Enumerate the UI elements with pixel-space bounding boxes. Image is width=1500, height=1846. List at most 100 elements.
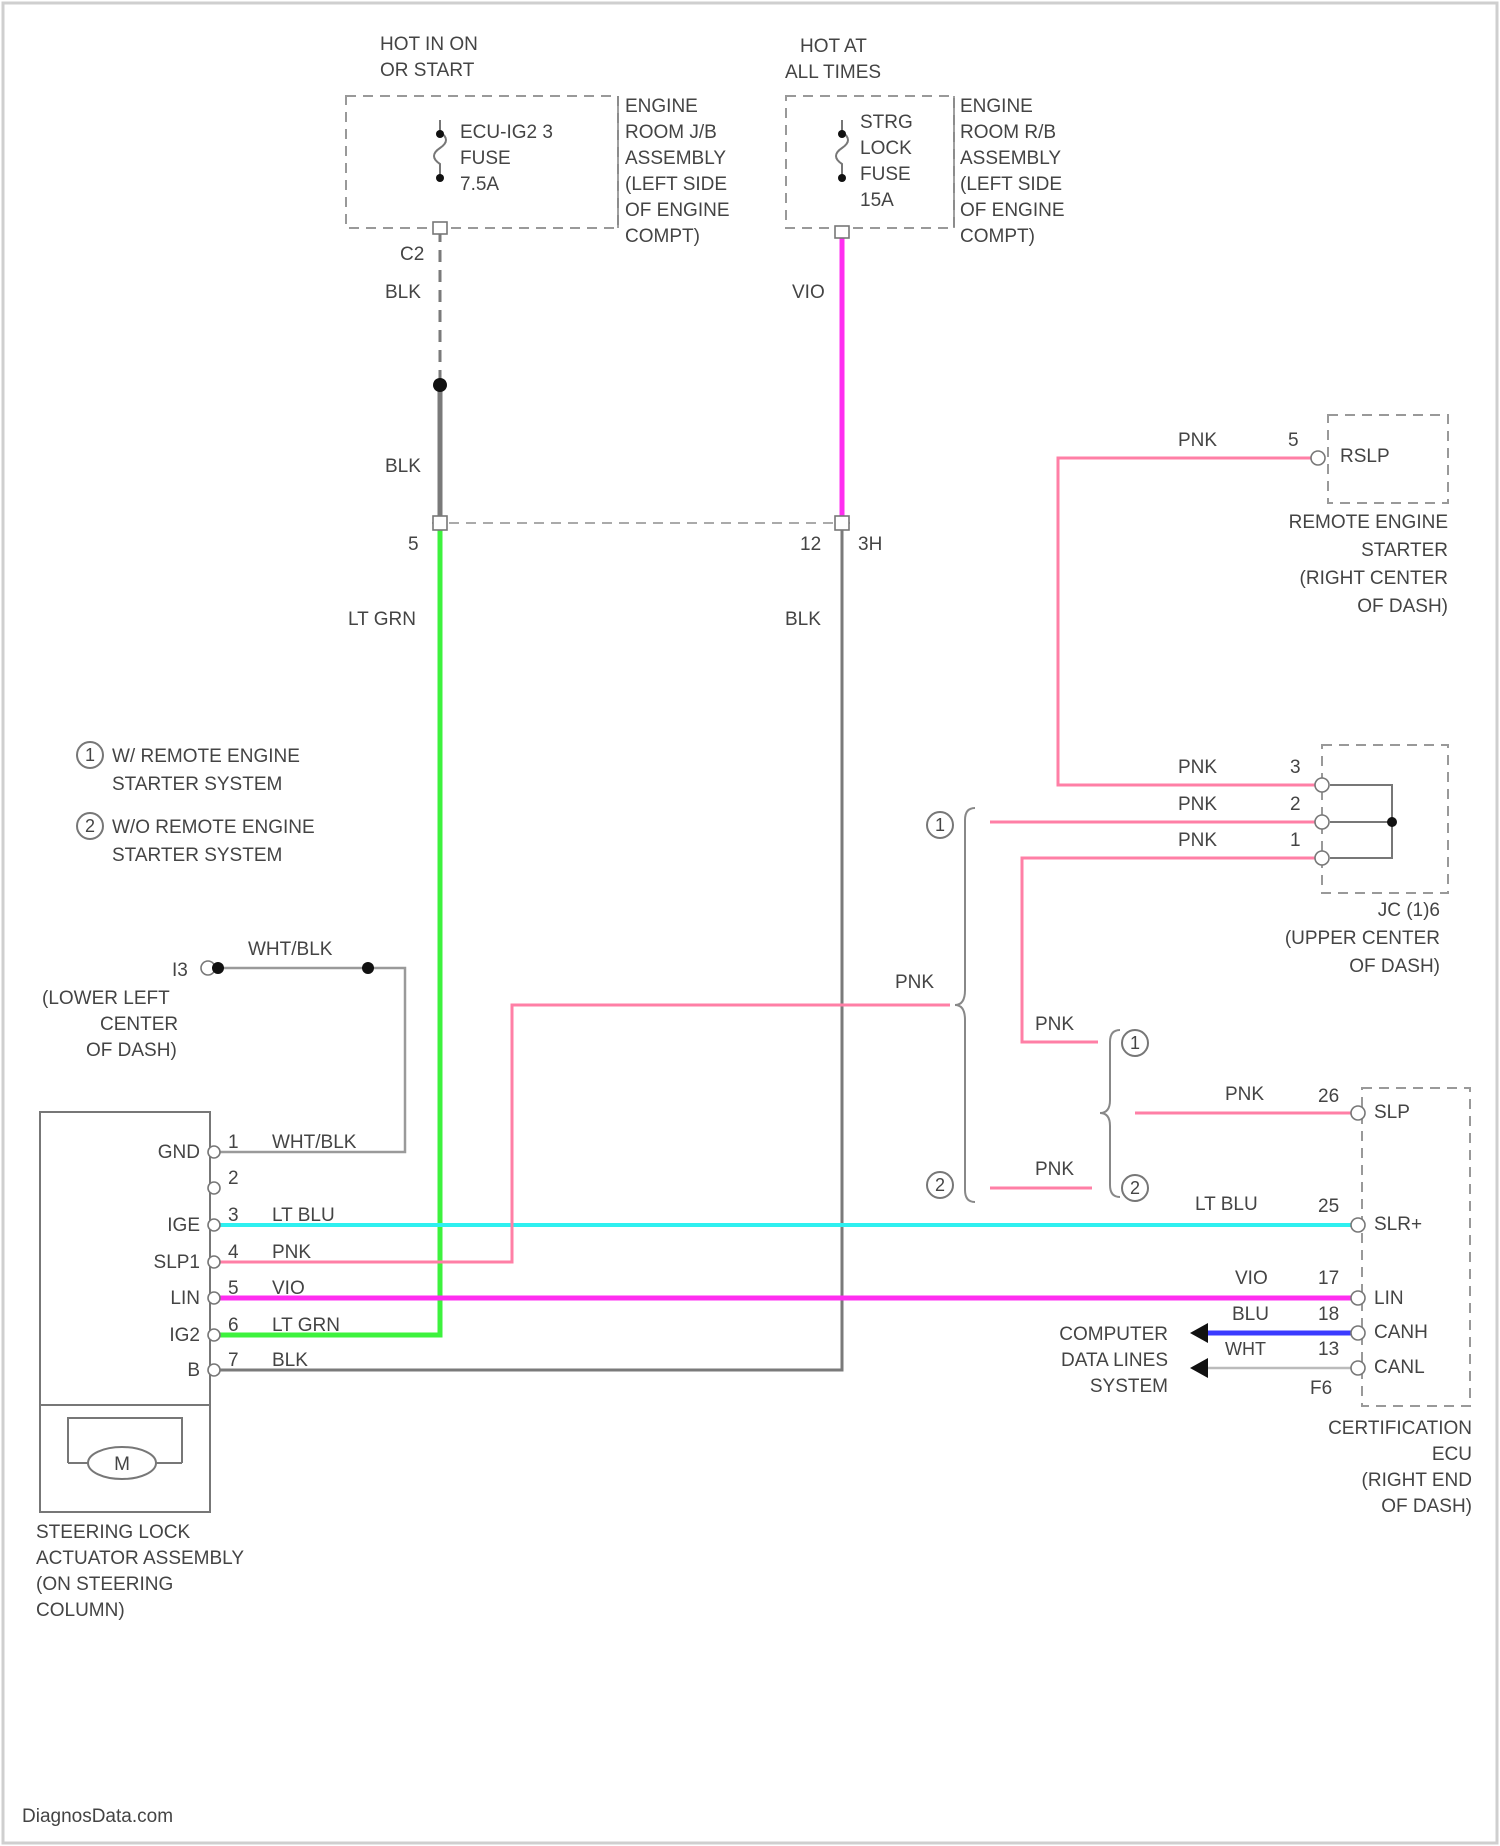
splice-dot — [433, 378, 447, 392]
data-lines-3: SYSTEM — [1090, 1376, 1168, 1397]
cert-canl-wire: WHT — [1225, 1339, 1266, 1359]
actuator-pin-marker — [208, 1146, 220, 1158]
data-lines-1: COMPUTER — [1059, 1324, 1168, 1345]
junction-pin-5: 5 — [408, 534, 419, 555]
ground-line-2: CENTER — [100, 1014, 178, 1035]
actuator-pin-number: 3 — [228, 1205, 239, 1226]
fuse-left-label-3: 7.5A — [460, 174, 499, 195]
fuse-right-box-3: ASSEMBLY — [960, 148, 1061, 169]
option-right-top: 1 — [1130, 1033, 1140, 1053]
cert-line-4: OF DASH) — [1381, 1496, 1472, 1517]
jc-box — [1322, 745, 1448, 893]
cert-slp-term: SLP — [1374, 1102, 1410, 1123]
fuse-left-label-1: ECU-IG2 3 — [460, 122, 553, 143]
ground-line-3: OF DASH) — [86, 1040, 177, 1061]
cert-lin-term: LIN — [1374, 1288, 1404, 1309]
fuse-right-label-3: FUSE — [860, 164, 911, 185]
legend-sym-2: 2 — [85, 816, 95, 836]
jc-pin-2: 2 — [1290, 794, 1301, 815]
actuator-line-1: STEERING LOCK — [36, 1522, 190, 1543]
actuator-pin-number: 6 — [228, 1315, 239, 1336]
cert-line-2: ECU — [1432, 1444, 1472, 1465]
legend-text-2a: W/O REMOTE ENGINE — [112, 817, 315, 838]
watermark: DiagnosData.com — [22, 1806, 173, 1827]
actuator-term-label: LIN — [170, 1288, 200, 1309]
legend-text-1a: W/ REMOTE ENGINE — [112, 746, 300, 767]
certification-ecu: 26 SLP LT BLU 25 SLR+ VIO 17 LIN BLU 18 … — [1195, 1086, 1472, 1517]
actuator-pin-marker — [208, 1219, 220, 1231]
actuator-wire-label: VIO — [272, 1278, 305, 1299]
actuator-line-3: (ON STEERING — [36, 1574, 173, 1595]
actuator-pin-marker — [208, 1364, 220, 1376]
junction-pin-left — [433, 516, 447, 530]
fuse-right-box-1: ENGINE — [960, 96, 1033, 117]
jc-wire-2: PNK — [1178, 794, 1217, 815]
option-right-bottom: 2 — [1130, 1178, 1140, 1198]
option-left-top: 1 — [935, 815, 945, 835]
actuator-pin-marker — [208, 1292, 220, 1304]
fuse-right-symbol — [836, 120, 848, 176]
option-selectors: 1 2 PNK 1 2 PNK PNK PNK — [895, 808, 1264, 1202]
fuse-left-pin — [433, 222, 447, 234]
jc-line-1: JC (1)6 — [1378, 900, 1440, 921]
cert-canl-pin: 13 — [1318, 1339, 1339, 1360]
remote-line-3: (RIGHT CENTER — [1300, 568, 1448, 589]
junction-connector-jc: PNK 3 PNK 2 PNK 1 JC (1)6 (UPPER CENTER … — [1178, 745, 1448, 977]
actuator-pin-number: 5 — [228, 1278, 239, 1299]
cert-lin-pin: 17 — [1318, 1268, 1339, 1289]
actuator-pin-marker — [208, 1329, 220, 1341]
legend: 1 W/ REMOTE ENGINE STARTER SYSTEM 2 W/O … — [77, 742, 315, 866]
jc-line-2: (UPPER CENTER — [1285, 928, 1440, 949]
fuse-left-hot-1: HOT IN ON — [380, 34, 478, 55]
actuator-line-4: COLUMN) — [36, 1600, 125, 1621]
junction-connector: 5 12 3H LT GRN BLK — [348, 516, 882, 630]
ground-point: I3 WHT/BLK (LOWER LEFT CENTER OF DASH) — [42, 939, 374, 1061]
ground-wire: WHT/BLK — [248, 939, 333, 960]
fuse-left-connector: C2 — [400, 244, 424, 265]
cert-slr-wire: LT BLU — [1195, 1194, 1258, 1215]
fuse-left-symbol — [434, 120, 446, 176]
fuse-left-box-1: ENGINE — [625, 96, 698, 117]
ground-id: I3 — [172, 960, 188, 981]
fuse-right-hot-1: HOT AT — [800, 36, 867, 57]
fuse-right-pin — [835, 226, 849, 238]
actuator-pin-number: 2 — [228, 1168, 239, 1189]
ground-line-1: (LOWER LEFT — [42, 988, 170, 1009]
fuse-left-label-2: FUSE — [460, 148, 511, 169]
cert-lin-wire: VIO — [1235, 1268, 1268, 1289]
actuator-term-label: IG2 — [169, 1325, 200, 1346]
wire-pnk-rslp — [1058, 458, 1318, 785]
remote-line-1: REMOTE ENGINE — [1289, 512, 1448, 533]
remote-engine-starter: PNK 5 RSLP REMOTE ENGINE STARTER (RIGHT … — [1178, 415, 1448, 617]
fuse-right: HOT AT ALL TIMES STRG LOCK FUSE 15A ENGI… — [785, 36, 1065, 303]
jc-pin-3: 3 — [1290, 757, 1301, 778]
remote-line-2: STARTER — [1361, 540, 1448, 561]
option-pnk-main: PNK — [895, 972, 934, 993]
wire-wht-blk-ground — [218, 968, 405, 1152]
legend-text-1b: STARTER SYSTEM — [112, 774, 282, 795]
option-pnk-right-mid: PNK — [1225, 1084, 1264, 1105]
actuator-pin-number: 1 — [228, 1132, 239, 1153]
actuator-term-label: B — [187, 1360, 200, 1381]
motor-label: M — [114, 1454, 130, 1475]
cert-slr-pin: 25 — [1318, 1196, 1339, 1217]
actuator-term-label: IGE — [167, 1215, 200, 1236]
actuator-wire-label: BLK — [272, 1350, 308, 1371]
actuator-wire-label: LT BLU — [272, 1205, 335, 1226]
junction-pin-right — [835, 516, 849, 530]
actuator-pin-marker — [208, 1182, 220, 1194]
option-pnk-bottom: PNK — [1035, 1159, 1074, 1180]
cert-canh-term: CANH — [1374, 1322, 1428, 1343]
fuse-right-wire: VIO — [792, 282, 825, 303]
wire-blk-label: BLK — [785, 609, 821, 630]
cert-canh-wire: BLU — [1232, 1304, 1269, 1325]
actuator-terminals: GND1WHT/BLK2IGE3LT BLUSLP14PNKLIN5VIOIG2… — [154, 1132, 357, 1381]
fuse-right-label-4: 15A — [860, 190, 894, 211]
option-brace-left — [955, 808, 975, 1202]
cert-connector: F6 — [1310, 1378, 1332, 1399]
fuse-left-box-3: ASSEMBLY — [625, 148, 726, 169]
fuse-right-box-6: COMPT) — [960, 226, 1035, 247]
remote-pin: 5 — [1288, 430, 1299, 451]
actuator-pin-marker — [208, 1256, 220, 1268]
option-left-bottom: 2 — [935, 1175, 945, 1195]
